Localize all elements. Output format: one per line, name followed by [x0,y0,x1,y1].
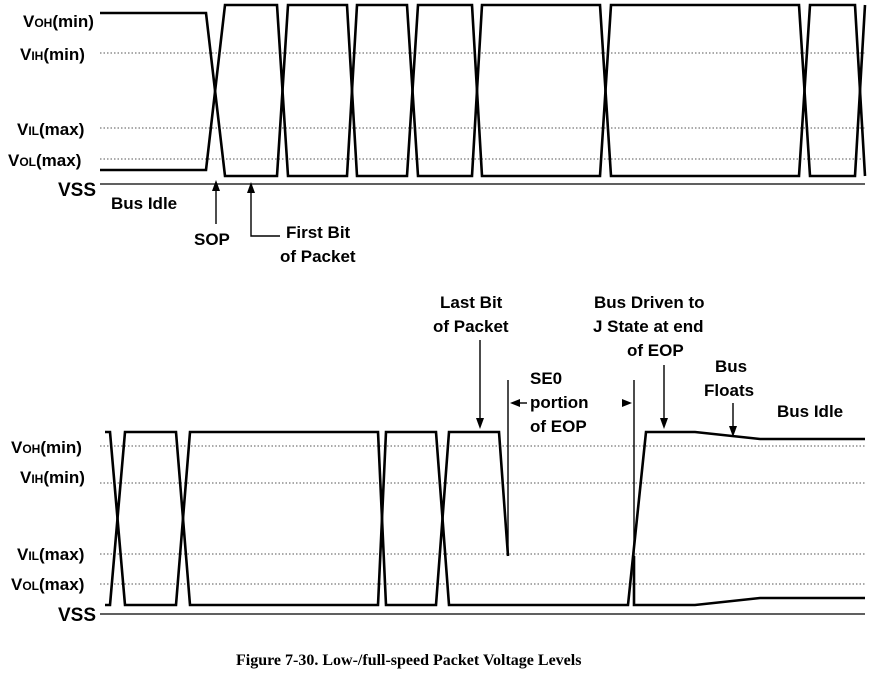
sop-arrowhead [212,180,220,191]
bottom-vih-label: VIH(min) [20,468,85,487]
top-voh-label: VOH(min) [23,12,94,31]
bottom-voh-label: VOH(min) [11,438,82,457]
bottom-signal-a [105,430,510,607]
bus-floats-label-line2: Floats [704,381,754,400]
bus-driven-label-line3: of EOP [627,341,684,360]
se0-label-line2: portion [530,393,589,412]
first-bit-arrow [250,189,280,237]
bus-driven-label-line1: Bus Driven to [594,293,705,312]
last-bit-label-line1: Last Bit [440,293,503,312]
bottom-vil-label: VIL(max) [17,545,84,564]
bottom-diagram: VOH(min) VIH(min) VIL(max) VOL(max) VSS … [11,293,865,626]
se0-right-arrowhead [622,399,632,407]
bottom-vss-label: VSS [58,605,96,626]
first-bit-label-line1: First Bit [286,223,351,242]
sop-label: SOP [194,230,230,249]
bottom-signal-c [632,556,865,607]
top-vol-label: VOL(max) [8,151,81,170]
bottom-signal-b [105,430,865,607]
bottom-bus-idle-label: Bus Idle [777,402,843,421]
bottom-waveform [105,430,865,607]
bus-driven-arrowhead [660,418,668,429]
top-diagram: VOH(min) VIH(min) VIL(max) VOL(max) VSS … [8,3,867,266]
last-bit-arrowhead [476,418,484,429]
top-vih-label: VIH(min) [20,45,85,64]
se0-label-line3: of EOP [530,417,587,436]
se0-label-line1: SE0 [530,369,562,388]
first-bit-label-line2: of Packet [280,247,356,266]
top-vss-label: VSS [58,180,96,201]
first-bit-arrowhead [247,182,255,193]
bus-floats-label-line1: Bus [715,357,747,376]
top-signal-a [100,3,867,178]
last-bit-label-line2: of Packet [433,317,509,336]
figure-caption: Figure 7-30. Low-/full-speed Packet Volt… [236,652,581,669]
top-signal-b [100,3,867,178]
top-waveform [100,3,867,178]
bus-floats-arrowhead [729,426,737,437]
top-bus-idle-label: Bus Idle [111,194,177,213]
bus-driven-label-line2: J State at end [593,317,704,336]
se0-left-arrowhead [510,399,520,407]
bottom-vol-label: VOL(max) [11,575,84,594]
top-vil-label: VIL(max) [17,120,84,139]
